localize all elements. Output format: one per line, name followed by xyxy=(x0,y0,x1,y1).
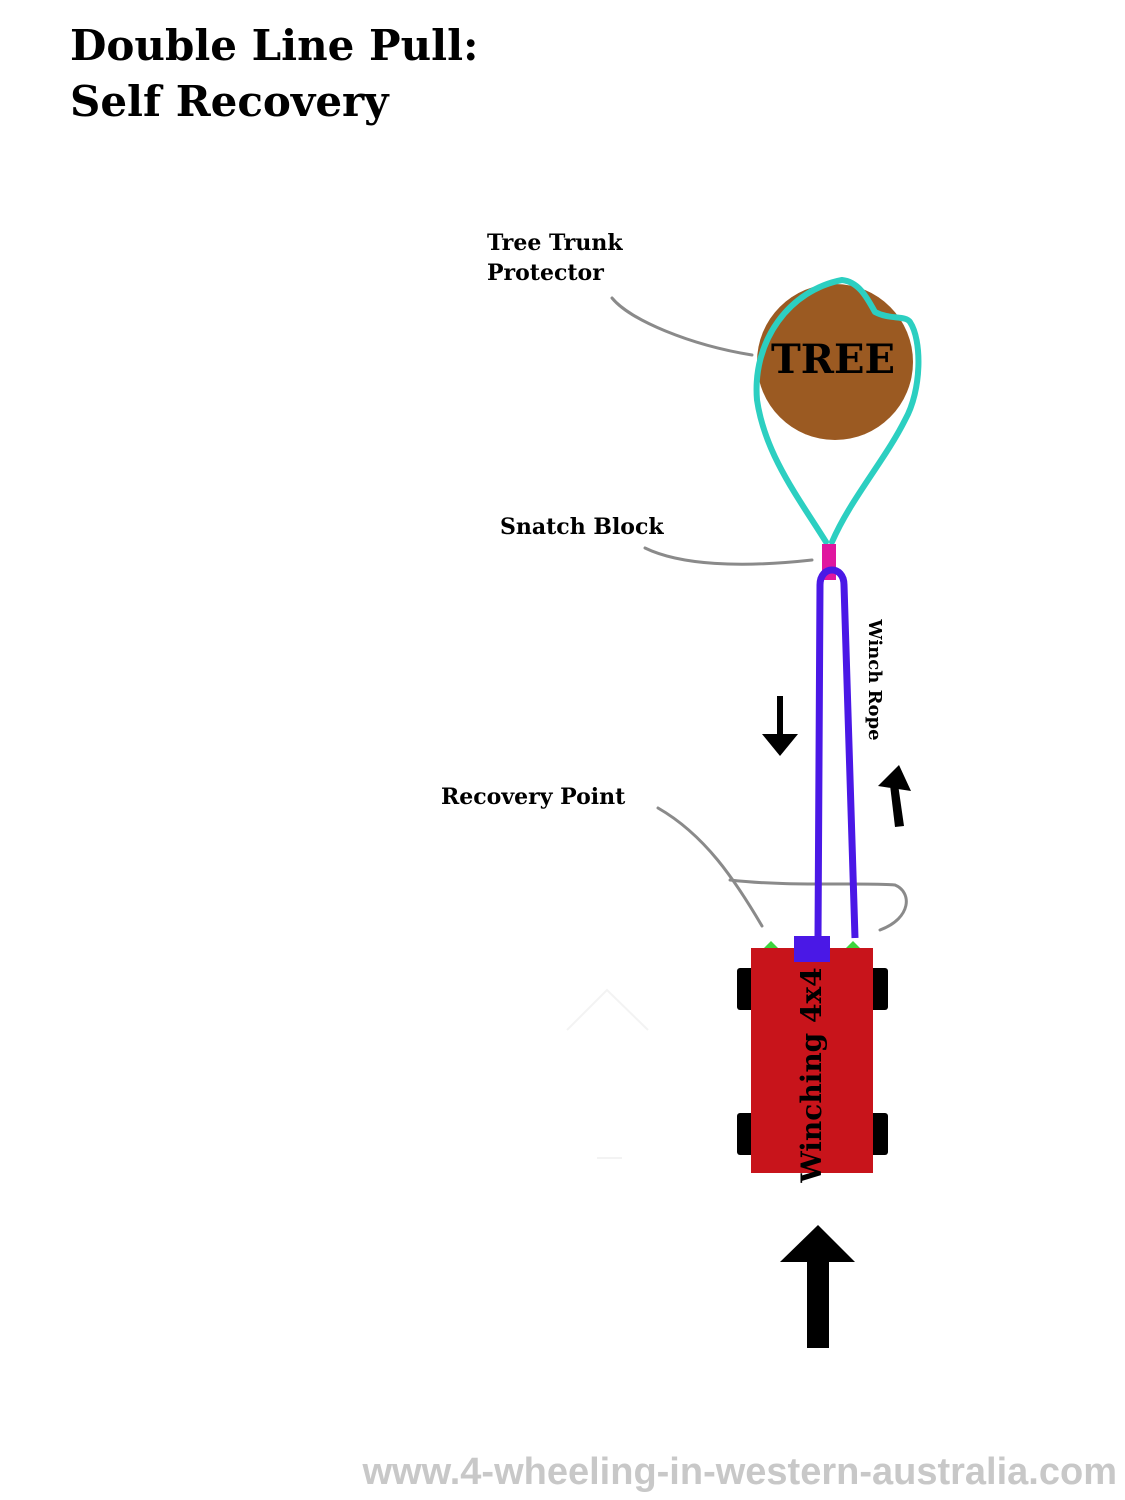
title-line-2: Self Recovery xyxy=(70,77,389,126)
arrow-rope-up xyxy=(878,765,911,827)
recovery-point-marker-right xyxy=(846,941,860,948)
winch-rope-label: Winch Rope xyxy=(864,619,885,741)
recovery-point-leader-line-left xyxy=(656,806,764,928)
vehicle-body xyxy=(751,948,873,1173)
faint-background-arrow xyxy=(566,988,649,1159)
protector-leader-line xyxy=(610,296,754,357)
tree-trunk-protector-strap xyxy=(753,277,922,545)
snatch-block-label: Snatch Block xyxy=(500,514,664,540)
tree-trunk-protector-label: Tree Trunk Protector xyxy=(487,228,623,288)
vehicle-label: Winching 4x4 xyxy=(795,967,828,1183)
watermark: www.4-wheeling-in-western-australia.com xyxy=(362,1451,1117,1493)
recovery-point-leader-line-right xyxy=(728,878,908,932)
tree-trunk-protector-label-line-2: Protector xyxy=(487,260,604,286)
snatch-block-leader-line xyxy=(643,546,814,566)
tree-label: TREE xyxy=(771,336,895,383)
diagram-title: Double Line Pull: Self Recovery xyxy=(70,18,479,130)
winch-unit xyxy=(794,936,830,962)
arrow-vehicle-direction xyxy=(780,1225,855,1348)
tree-trunk xyxy=(757,284,913,440)
leader-lines xyxy=(610,296,908,932)
winch-rope xyxy=(814,566,859,939)
recovery-point-marker-left xyxy=(764,941,778,948)
title-line-1: Double Line Pull: xyxy=(70,21,479,70)
recovery-point-label: Recovery Point xyxy=(441,784,626,810)
tree-trunk-protector-label-line-1: Tree Trunk xyxy=(487,230,623,256)
arrow-rope-down xyxy=(762,696,798,756)
